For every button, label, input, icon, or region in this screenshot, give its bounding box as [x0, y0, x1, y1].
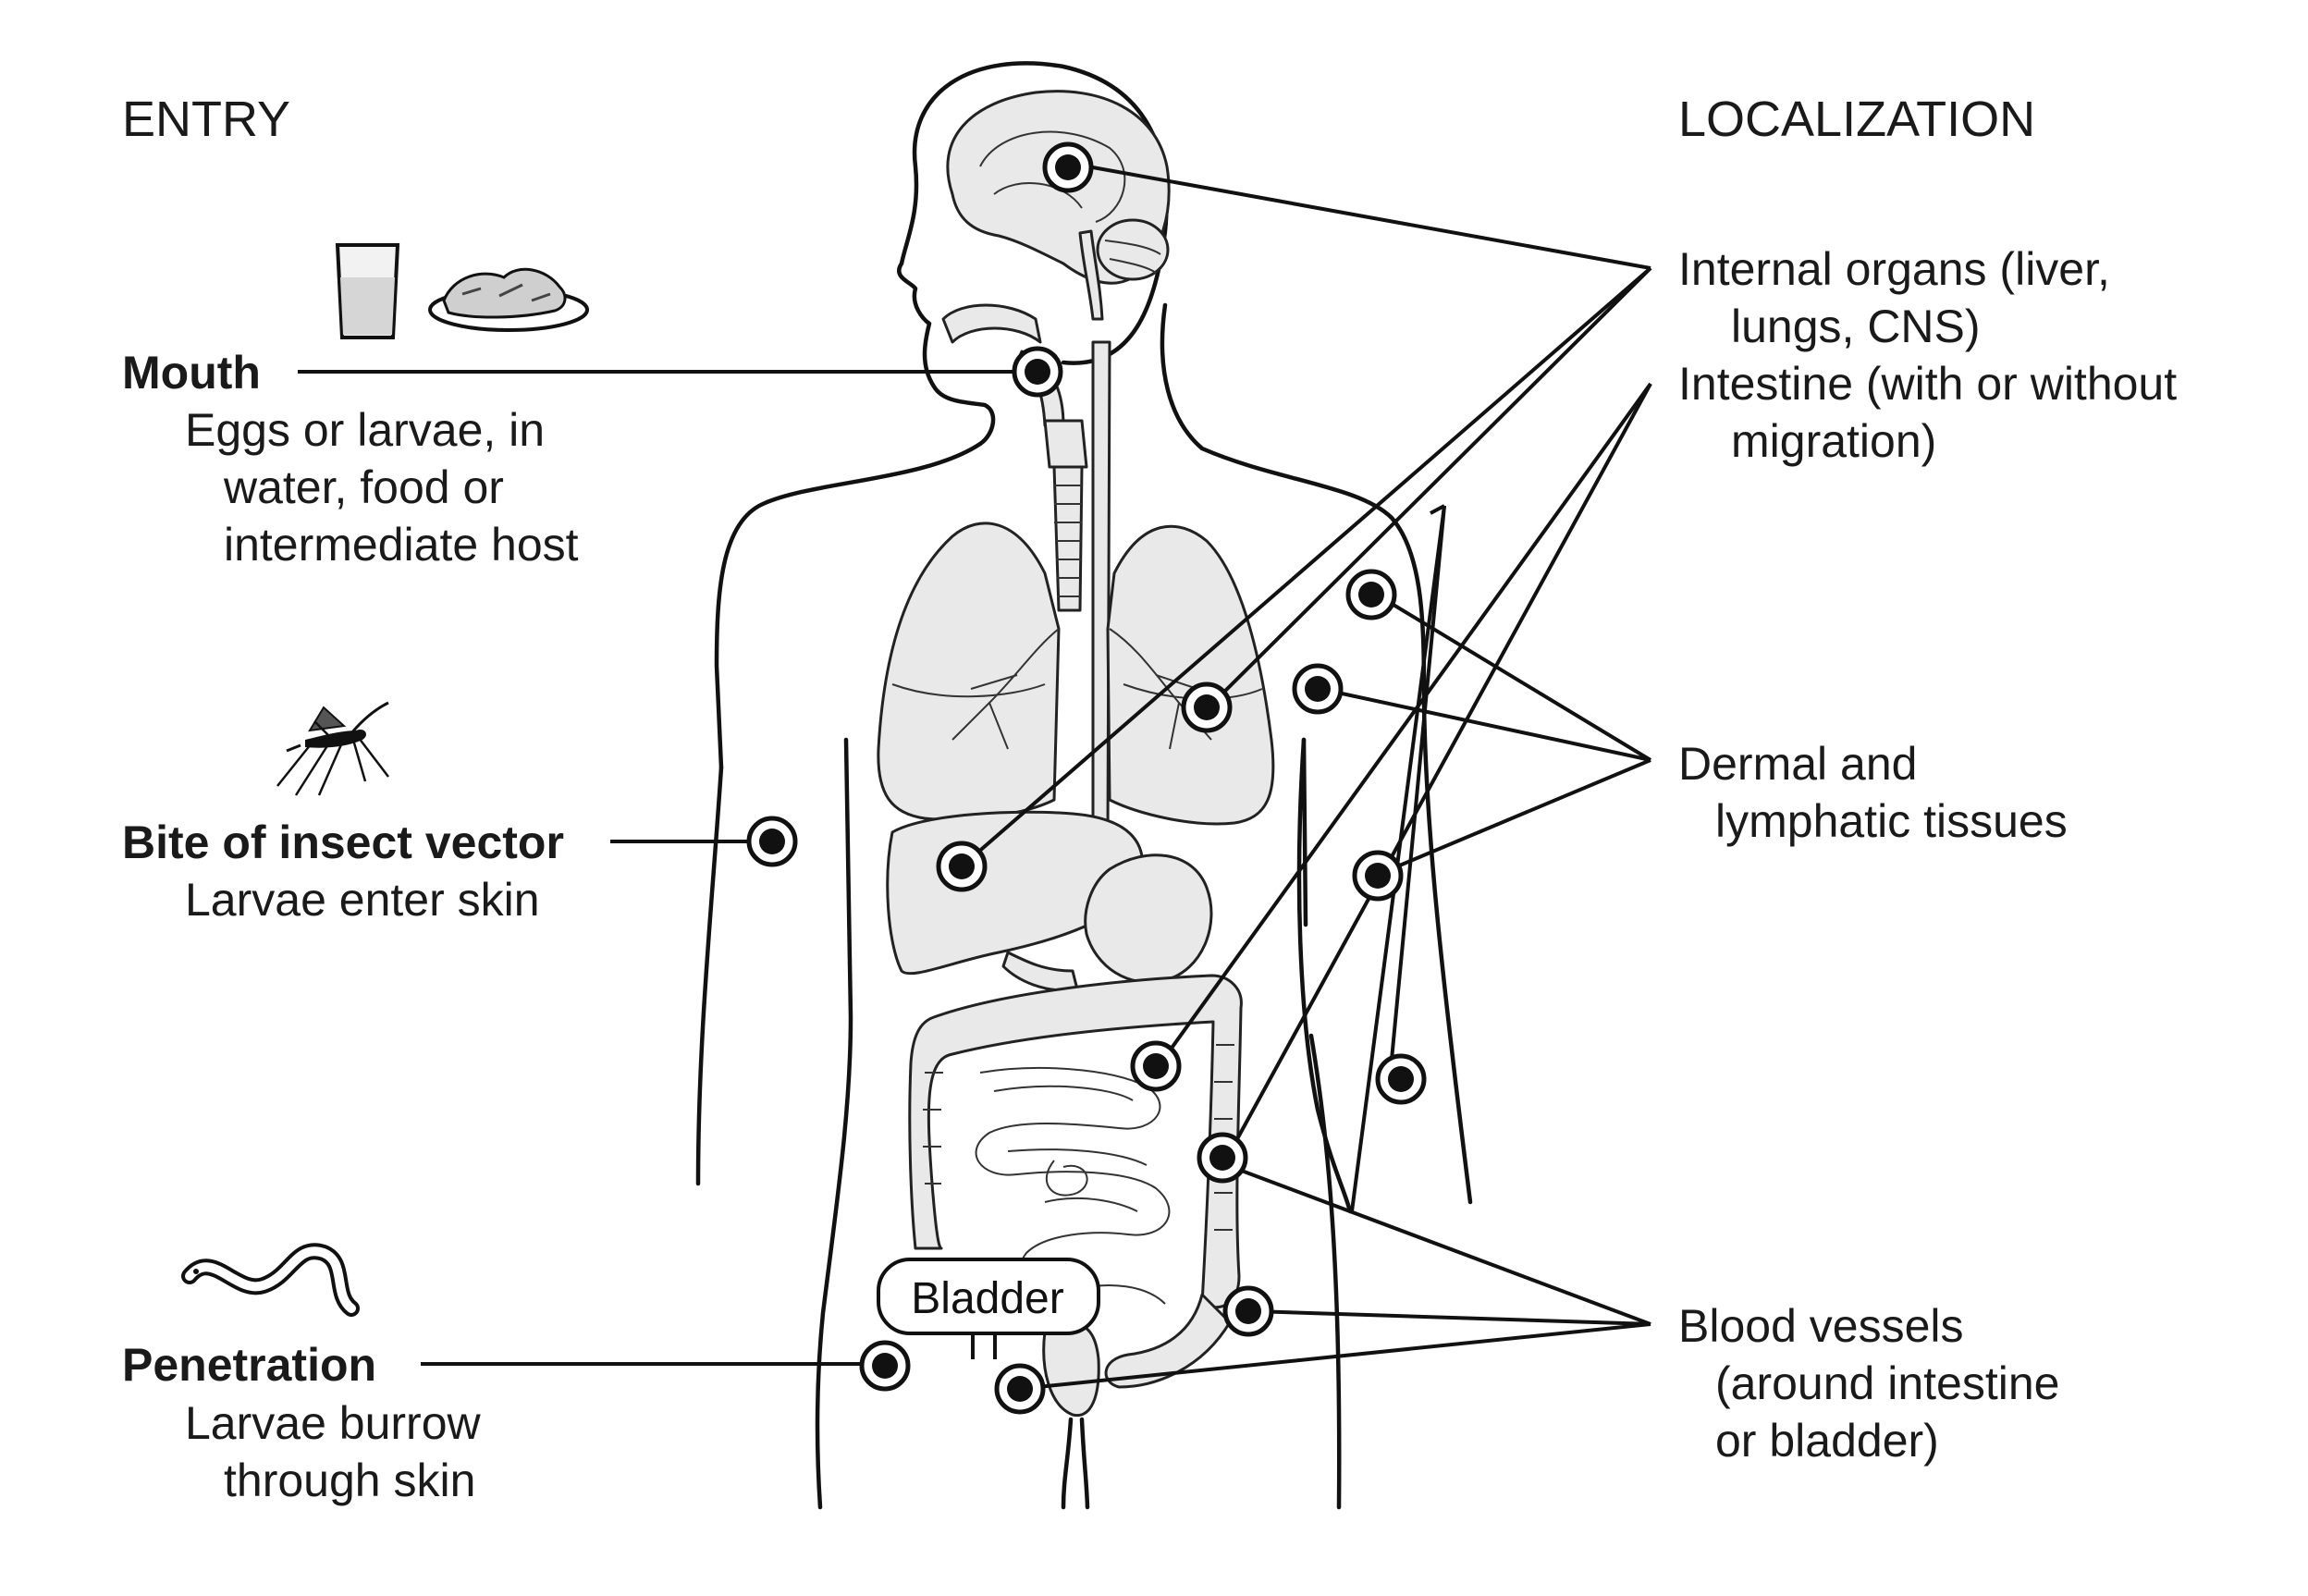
site-blood-vessels-1: Blood vessels: [1678, 1300, 1964, 1352]
liver-and-stomach: [886, 810, 1213, 992]
entry-bite-title: Bite of insect vector: [122, 816, 564, 868]
entry-mouth-desc-1: Eggs or larvae, in: [185, 404, 546, 456]
entry-penetration-title: Penetration: [122, 1339, 377, 1391]
marker-penetration: [859, 1340, 911, 1392]
site-markers: [746, 141, 1427, 1415]
entry-bite-desc-1: Larvae enter skin: [185, 874, 540, 926]
entry-connectors: [298, 370, 1015, 1366]
bladder-callout: Bladder: [877, 1258, 1100, 1359]
bladder: [1042, 1322, 1100, 1418]
airway: [941, 303, 1111, 834]
large-intestine: [908, 974, 1243, 1389]
bladder-label: Bladder: [911, 1274, 1063, 1323]
site-intestine-2: migration): [1731, 415, 1937, 467]
marker-brain: [1042, 141, 1094, 193]
entry-mouth-title: Mouth: [122, 347, 261, 399]
entry-heading: ENTRY: [122, 92, 291, 147]
marker-intestine-upper: [1130, 1040, 1182, 1092]
marker-bladder: [994, 1363, 1046, 1415]
marker-liver: [936, 841, 988, 892]
marker-intestine-lower: [1197, 1132, 1248, 1184]
entry-penetration-desc-2: through skin: [224, 1455, 476, 1506]
entry-penetration-desc-1: Larvae burrow: [185, 1397, 481, 1449]
site-internal-organs-1: Internal organs (liver,: [1678, 243, 2110, 295]
marker-dermal-3: [1352, 850, 1404, 902]
marker-blood-vessel: [1222, 1285, 1274, 1337]
site-blood-vessels-2: (around intestine: [1715, 1357, 2060, 1409]
lungs: [877, 522, 1275, 826]
localization-connectors: [960, 163, 1652, 1391]
entry-mouth-desc-3: intermediate host: [224, 519, 579, 571]
marker-dermal-2: [1292, 663, 1344, 715]
mosquito-icon: [276, 701, 389, 796]
human-body-outline: [695, 61, 1473, 1510]
site-internal-organs-2: lungs, CNS): [1731, 301, 1981, 352]
site-dermal-1: Dermal and: [1678, 738, 1918, 790]
marker-lung: [1181, 681, 1233, 733]
worm-larva-icon: [181, 1243, 360, 1317]
marker-dermal-4: [1375, 1053, 1427, 1105]
site-intestine-1: Intestine (with or without: [1678, 358, 2178, 410]
water-glass-and-food-plate-icon: [335, 243, 589, 339]
site-blood-vessels-3: or bladder): [1715, 1415, 1939, 1467]
brain: [946, 90, 1171, 321]
site-dermal-2: lymphatic tissues: [1715, 795, 2068, 847]
localization-heading: LOCALIZATION: [1678, 92, 2036, 147]
marker-insect-bite: [746, 816, 798, 867]
marker-dermal-1: [1345, 569, 1397, 620]
marker-mouth: [1012, 346, 1063, 398]
entry-mouth-desc-2: water, food or: [224, 461, 504, 513]
